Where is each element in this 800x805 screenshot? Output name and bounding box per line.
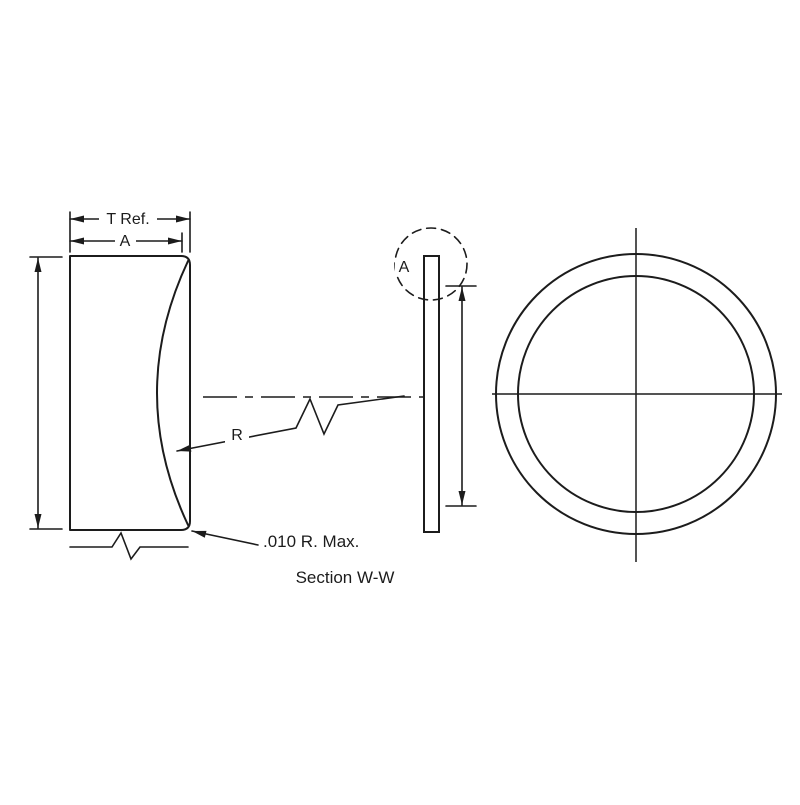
label-bg [395, 258, 414, 275]
edge-view: A [394, 227, 477, 533]
arrowhead [70, 237, 84, 245]
front-view [492, 228, 782, 562]
section-view-left [69, 255, 191, 531]
a-width-label: A [120, 233, 131, 250]
radius-max-label: .010 R. Max. [263, 532, 359, 551]
lens-concave-arc [156, 260, 189, 526]
arrowhead [34, 514, 42, 528]
r-label: R [231, 427, 243, 444]
arrowhead [70, 215, 84, 223]
arrowhead [34, 258, 42, 272]
label-bg [225, 423, 249, 444]
break-line [69, 531, 189, 561]
label-bg [99, 209, 157, 228]
radius-max-callout: .010 R. Max. [191, 530, 359, 551]
radius-leader-line [176, 395, 405, 452]
arrowhead [458, 491, 466, 505]
arrowhead [176, 215, 190, 223]
height-dimension [29, 256, 63, 530]
section-outline [69, 255, 191, 531]
arrowhead [168, 237, 182, 245]
label-bg [115, 231, 136, 250]
detail-a-label: A [399, 259, 410, 276]
width-dimensions: T Ref. A [69, 209, 191, 253]
disc-edge-rect [423, 255, 440, 533]
t-ref-label: T Ref. [106, 211, 149, 228]
radius-leader: R [176, 395, 405, 452]
arrowhead [192, 530, 207, 538]
arrowhead [458, 287, 466, 301]
section-title: Section W-W [296, 568, 395, 587]
arrowhead [177, 444, 192, 452]
inner-diameter-dimension [445, 285, 477, 507]
